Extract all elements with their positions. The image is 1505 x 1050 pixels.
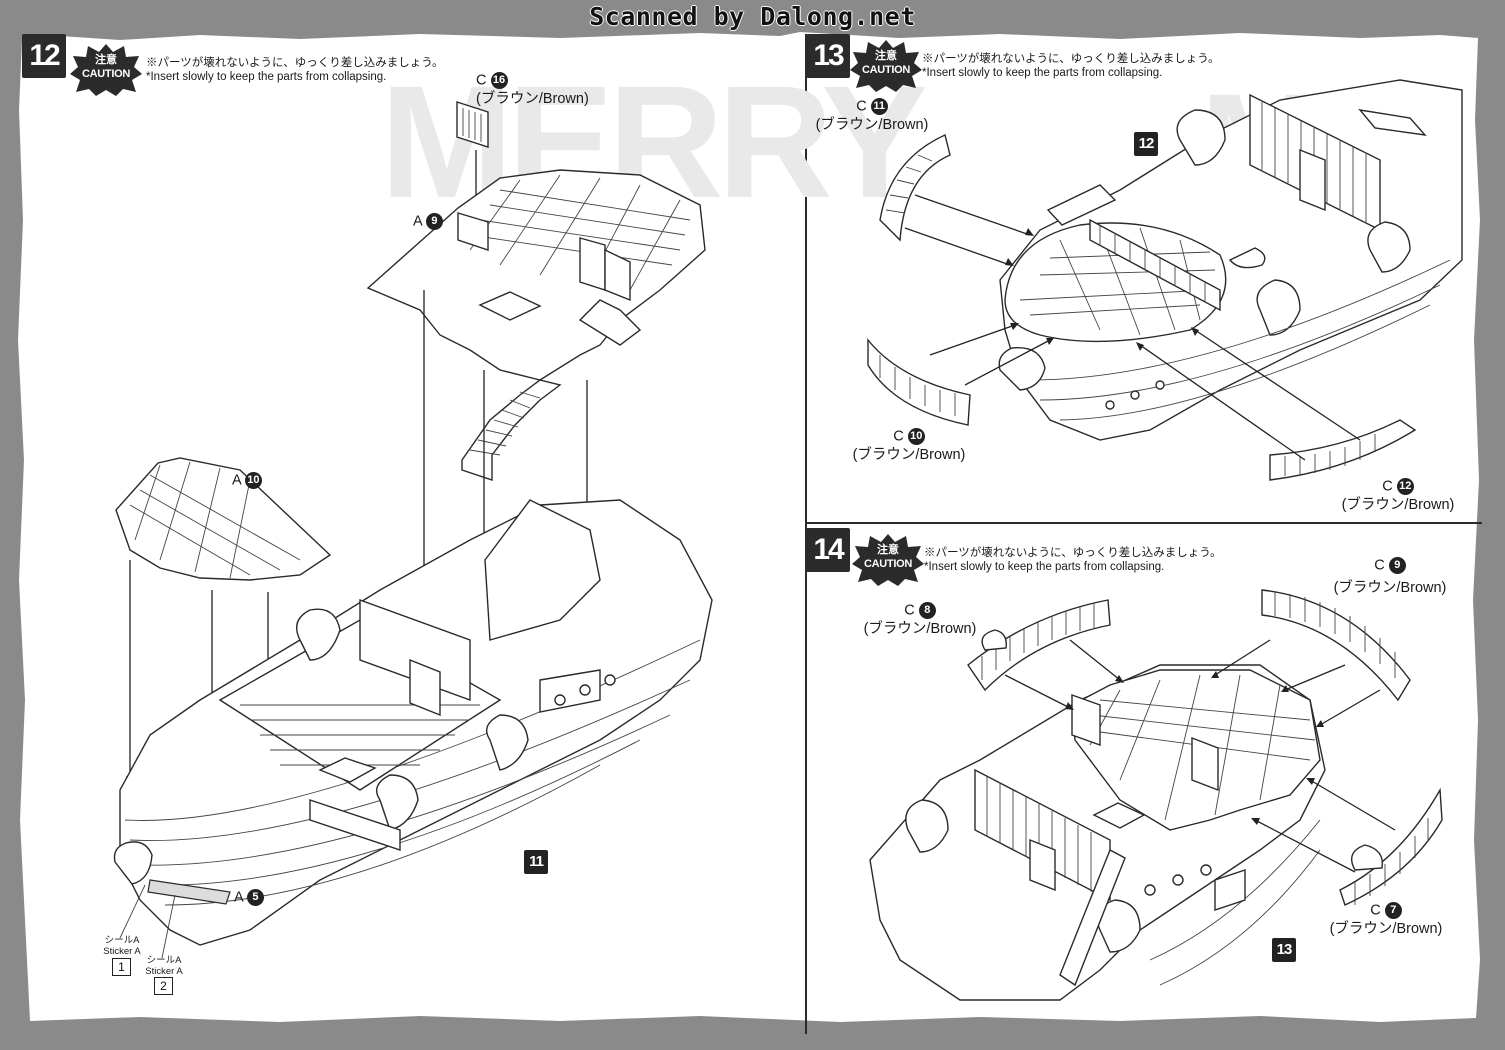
part-c7-railing [1339,787,1443,906]
caution-note-en: *Insert slowly to keep the parts from co… [924,561,1165,573]
ship-stern-assembly [998,79,1463,441]
caution-badge: 注意 CAUTION [850,40,922,92]
caution-badge: 注意 CAUTION [852,534,924,586]
sticker-label-en: Sticker A [145,966,183,977]
caution-label-en: CAUTION [863,558,912,570]
assembly-ref-box: 13 [1272,938,1296,962]
ship-upper-deck-assembly [869,664,1326,1001]
label-a9: A 9 [413,213,443,230]
caution-label-en: CAUTION [81,68,130,80]
label-c8-color: (ブラウン/Brown) [863,621,977,637]
caution-badge: 注意 CAUTION [70,44,142,96]
part-c16-railing [456,101,489,148]
label-c8: C 8 [860,602,980,619]
insertion-arrows [1004,639,1396,873]
sticker-number: 2 [154,977,173,995]
part-a10-deck [115,457,332,581]
caution-burst-icon [850,40,922,92]
label-c11: C 11 [812,98,932,115]
assembly-ref-box: 12 [1134,132,1158,156]
label-c10-color: (ブラウン/Brown) [852,447,966,463]
part-c8-railing [967,599,1111,692]
label-c9-color: (ブラウン/Brown) [1333,580,1447,596]
sticker-label-ja: シールA [104,935,140,946]
caution-note: ※パーツが壊れないように、ゆっくり差し込みましょう。 *Insert slowl… [924,546,1344,574]
step-number: 14 [806,528,850,572]
caution-burst-icon [70,44,142,96]
sticker-number: 1 [112,958,131,976]
caution-label-ja: 注意 [95,54,117,66]
label-c16: C 16 [476,72,508,89]
label-c7: C 7 [1326,902,1446,919]
part-c10-railing [867,338,971,426]
part-a9-deck [366,169,706,481]
step-number: 13 [806,34,850,78]
caution-note-ja: ※パーツが壊れないように、ゆっくり差し込みましょう。 [922,53,1220,65]
label-c11-color: (ブラウン/Brown) [815,117,929,133]
part-c9-railing [1261,589,1411,702]
caution-label-ja: 注意 [875,50,897,62]
insertion-arrows [904,194,1361,461]
caution-note-en: *Insert slowly to keep the parts from co… [922,67,1163,79]
caution-burst-icon [852,534,924,586]
step-number: 12 [22,34,66,78]
label-c12: C 12 [1338,478,1458,495]
part-c12-railing [1269,419,1417,481]
caution-note-ja: ※パーツが壊れないように、ゆっくり差し込みましょう。 [924,547,1222,559]
caution-label-en: CAUTION [861,64,910,76]
sticker-label: シールA Sticker A [96,935,148,957]
label-c16-color: (ブラウン/Brown) [476,91,589,107]
caution-note: ※パーツが壊れないように、ゆっくり差し込みましょう。 *Insert slowl… [922,52,1342,80]
label-c10: C 10 [849,428,969,445]
caution-note-ja: ※パーツが壊れないように、ゆっくり差し込みましょう。 [146,57,444,69]
caution-note-en: *Insert slowly to keep the parts from co… [146,71,387,83]
label-a5: A 5 [234,889,264,906]
label-c7-color: (ブラウン/Brown) [1329,921,1443,937]
sticker-label-en: Sticker A [103,946,141,957]
label-c9: C 9 [1330,557,1450,574]
part-c11-railing [879,134,951,242]
ship-hull [113,499,713,946]
sticker-label: シールA Sticker A [138,955,190,977]
label-c12-color: (ブラウン/Brown) [1341,497,1455,513]
scan-title: Scanned by Dalong.net [589,2,916,31]
label-a10: A 10 [232,472,262,489]
assembly-ref-box: 11 [524,850,548,874]
caution-label-ja: 注意 [877,544,899,556]
sticker-label-ja: シールA [146,955,182,966]
caution-note: ※パーツが壊れないように、ゆっくり差し込みましょう。 *Insert slowl… [146,56,566,84]
